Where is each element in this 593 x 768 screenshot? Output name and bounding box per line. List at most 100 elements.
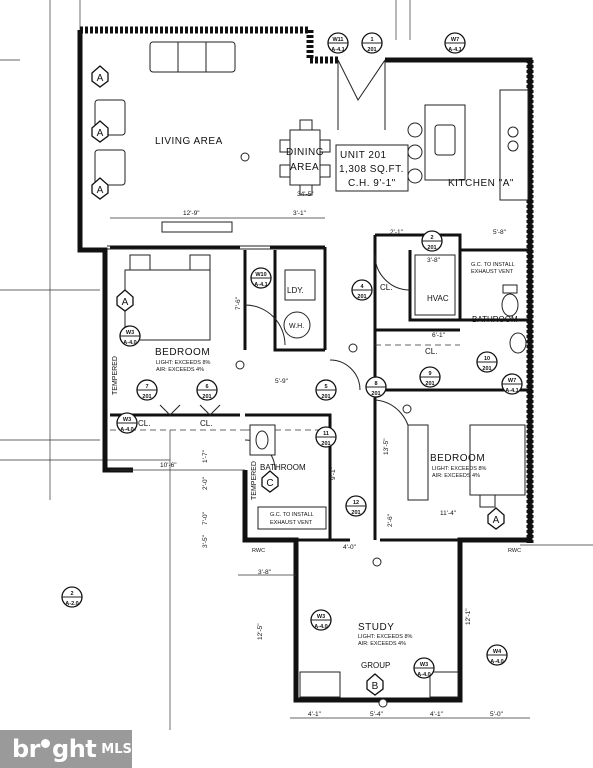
room-label-bedroom-1: BEDROOM xyxy=(155,347,210,358)
hex-marker-b: B xyxy=(366,673,384,696)
rwc-label: RWC xyxy=(508,548,521,554)
room-label-bathroom-2: BATHROOM xyxy=(472,315,518,324)
gc-note-2b: EXHAUST VENT xyxy=(471,269,514,275)
svg-text:W3: W3 xyxy=(317,614,325,620)
gc-note-1a: G.C. TO INSTALL xyxy=(270,512,314,518)
svg-text:201: 201 xyxy=(371,391,380,397)
watermark-brand-pre: br xyxy=(12,735,41,763)
svg-text:3'-5": 3'-5" xyxy=(202,534,209,548)
tag: 2 201 xyxy=(421,230,443,252)
watermark-brand-post: ght xyxy=(52,735,97,763)
closet-label: CL. xyxy=(200,419,212,428)
room-label-dining-1: DINING xyxy=(286,147,324,158)
room-label-kitchen: KITCHEN "A" xyxy=(448,178,514,189)
fixture-symbols xyxy=(235,152,412,708)
svg-text:12'-1": 12'-1" xyxy=(465,608,472,625)
svg-text:A: A xyxy=(493,515,500,526)
hex-marker-c: C xyxy=(261,470,279,493)
svg-text:12'-9": 12'-9" xyxy=(183,210,200,217)
svg-text:A: A xyxy=(97,185,104,196)
room-labels: LIVING AREA DINING AREA UNIT 201 1,308 S… xyxy=(112,136,521,670)
svg-text:201: 201 xyxy=(367,47,376,53)
tag: W3A-4.0 xyxy=(116,412,138,434)
svg-text:W3: W3 xyxy=(126,330,134,336)
svg-text:9: 9 xyxy=(428,371,431,377)
svg-text:34'-5": 34'-5" xyxy=(297,191,314,198)
closet-label: CL. xyxy=(425,347,437,356)
svg-text:B: B xyxy=(372,681,379,692)
svg-text:201: 201 xyxy=(482,366,491,372)
unit-ceiling: C.H. 9'-1" xyxy=(348,178,396,189)
svg-text:W10: W10 xyxy=(255,272,266,278)
svg-text:W7: W7 xyxy=(451,37,459,43)
tempered-label: TEMPERED xyxy=(251,461,258,500)
svg-text:W7: W7 xyxy=(508,378,516,384)
room-label-study: STUDY xyxy=(358,622,394,633)
tag: 9 201 xyxy=(419,366,441,388)
svg-text:11'-4": 11'-4" xyxy=(440,510,457,517)
svg-text:2: 2 xyxy=(430,235,433,241)
svg-text:201: 201 xyxy=(425,381,434,387)
hex-marker-a-2: A xyxy=(91,120,109,143)
svg-text:W11: W11 xyxy=(332,37,343,43)
svg-text:5'-9": 5'-9" xyxy=(275,378,289,385)
tempered-label: TEMPERED xyxy=(112,356,119,395)
svg-text:5: 5 xyxy=(324,384,327,390)
svg-text:A-4.1: A-4.1 xyxy=(254,282,267,288)
svg-text:A-4.0: A-4.0 xyxy=(314,624,327,630)
svg-text:4: 4 xyxy=(360,284,364,290)
study-light: LIGHT: EXCEEDS 8% xyxy=(358,634,413,640)
room-label-bathroom-1: BATHROOM xyxy=(260,463,306,472)
svg-text:201: 201 xyxy=(427,245,436,251)
svg-text:13'-5": 13'-5" xyxy=(383,438,390,455)
tag: 2A-2.0 xyxy=(61,586,83,608)
svg-text:12'-5": 12'-5" xyxy=(257,623,264,640)
svg-text:6: 6 xyxy=(205,384,208,390)
tag: W7A-4.1 xyxy=(501,373,523,395)
tag: W3A-4.0 xyxy=(413,657,435,679)
rwc-label: RWC xyxy=(252,548,265,554)
tag: W3A-4.0 xyxy=(119,325,141,347)
svg-text:2'-1": 2'-1" xyxy=(390,229,404,236)
hex-marker-a-5: A xyxy=(487,507,505,530)
svg-text:3'-8": 3'-8" xyxy=(258,569,272,576)
bedroom-2-light: LIGHT: EXCEEDS 8% xyxy=(432,466,487,472)
svg-text:C: C xyxy=(266,478,273,489)
room-label-dining-2: AREA xyxy=(290,162,319,173)
hexagon-markers: A A A A A B C xyxy=(91,65,505,696)
svg-text:6'-1": 6'-1" xyxy=(432,332,446,339)
svg-text:7'-0": 7'-0" xyxy=(202,511,209,525)
svg-text:5'-8": 5'-8" xyxy=(493,229,507,236)
unit-area: 1,308 SQ.FT. xyxy=(339,164,404,175)
bedroom-1-light: LIGHT: EXCEEDS 8% xyxy=(156,360,211,366)
svg-text:3'-1": 3'-1" xyxy=(293,210,307,217)
svg-text:W3: W3 xyxy=(123,417,131,423)
svg-text:10'-6": 10'-6" xyxy=(160,462,177,469)
group-label: GROUP xyxy=(361,661,390,670)
room-label-bedroom-2: BEDROOM xyxy=(430,453,485,464)
svg-text:7: 7 xyxy=(145,384,148,390)
tag: 8 201 xyxy=(365,376,387,398)
hex-marker-a-3: A xyxy=(91,177,109,200)
svg-text:A: A xyxy=(122,297,129,308)
water-heater-label: W.H. xyxy=(289,323,304,330)
study-air: AIR: EXCEEDS 4% xyxy=(358,641,406,647)
tag: W7A-4.1 xyxy=(444,32,466,54)
svg-text:201: 201 xyxy=(351,510,360,516)
svg-text:2: 2 xyxy=(70,591,73,597)
svg-text:A-4.1: A-4.1 xyxy=(331,47,344,53)
svg-text:A-4.0: A-4.0 xyxy=(490,659,503,665)
gc-note-2a: G.C. TO INSTALL xyxy=(471,262,515,268)
svg-text:8: 8 xyxy=(374,381,377,387)
dimension-labels: 34'-5" 12'-9" 3'-1" 2'-1" 3'-8" 5'-8" 7'… xyxy=(110,191,530,719)
